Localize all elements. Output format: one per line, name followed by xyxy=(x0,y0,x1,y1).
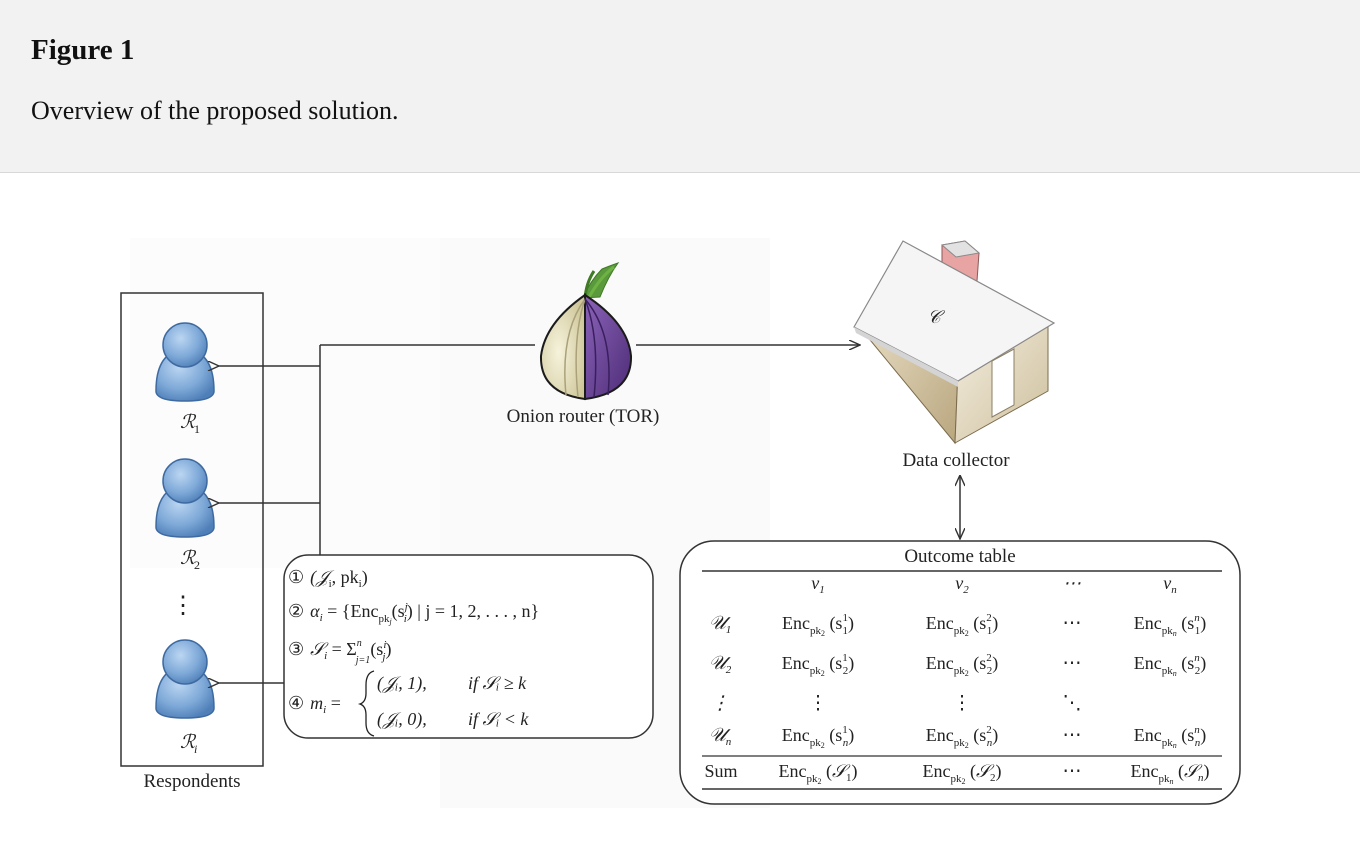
data-collector-house-icon xyxy=(853,240,1056,445)
table-sum-ellipsis: ⋯ xyxy=(1063,761,1082,782)
table-cell-ellipsis: ⋯ xyxy=(1063,653,1082,674)
respondent-i-icon xyxy=(155,639,215,719)
figure-caption: Overview of the proposed solution. xyxy=(31,96,399,125)
table-column-header: v1 xyxy=(811,573,825,596)
table-sum-cell: Encpk2 (𝒮2) xyxy=(923,761,1002,786)
respondent-i-label: ℛ xyxy=(180,732,197,753)
table-row-label: 𝒰2 xyxy=(709,653,732,676)
table-row-label: 𝒰1 xyxy=(709,613,732,636)
respondents-ellipsis: ⋮ xyxy=(171,593,195,619)
respondent-2-icon xyxy=(155,458,215,538)
table-sum-label: Sum xyxy=(704,761,737,781)
figure-title: Figure 1 xyxy=(31,34,135,66)
table-column-header: vn xyxy=(1163,573,1177,596)
respondent-i-subscript: i xyxy=(194,742,197,756)
respondents-label: Respondents xyxy=(143,771,240,792)
respondent-1-label: ℛ xyxy=(180,412,197,433)
table-cell-ellipsis: ⋱ xyxy=(1063,693,1082,714)
table-column-header: v2 xyxy=(955,573,969,596)
data-collector-label: Data collector xyxy=(902,450,1010,471)
step-2-number: ② xyxy=(288,601,304,621)
tor-onion-icon xyxy=(539,262,633,401)
step-4-number: ④ xyxy=(288,693,304,713)
table-row-label: ⋮ xyxy=(711,693,730,714)
step-4-cond-2: if 𝒮ᵢ < k xyxy=(468,709,529,729)
figure-image: Respondents ℛ 1 ℛ 2 ⋮ ℛ i Onio xyxy=(0,173,1360,862)
step-3-number: ③ xyxy=(288,639,304,659)
step-4-case-1: (𝒥ᵢ, 1), xyxy=(377,673,427,694)
outcome-table-title: Outcome table xyxy=(904,546,1015,567)
table-cell-ellipsis: ⋮ xyxy=(809,693,828,714)
table-cell-ellipsis: ⋮ xyxy=(953,693,972,714)
tor-to-respondents-connector xyxy=(218,344,535,683)
figure-header: Figure 1 Overview of the proposed soluti… xyxy=(0,0,1360,173)
table-row-label: 𝒰n xyxy=(709,725,732,748)
table-column-header: ⋯ xyxy=(1063,573,1081,593)
svg-text:②αi = {Encpkj(sji) | j = 1, 2,: ②αi = {Encpkj(sji) | j = 1, 2, . . . , n… xyxy=(288,601,539,626)
respondent-1-icon xyxy=(155,322,215,402)
table-sum-cell: Encpk2 (𝒮1) xyxy=(779,761,858,786)
step-4-case-2: (𝒥ᵢ, 0), xyxy=(377,709,427,730)
step-4-cond-1: if 𝒮ᵢ ≥ k xyxy=(468,673,527,693)
svg-text:①(𝒥i, pki): ①(𝒥i, pki) xyxy=(288,567,368,590)
outcome-table-box xyxy=(679,540,1241,805)
respondents-box xyxy=(120,292,264,767)
respondent-2-subscript: 2 xyxy=(194,558,200,572)
tor-label: Onion router (TOR) xyxy=(507,406,660,427)
diagram: Respondents ℛ 1 ℛ 2 ⋮ ℛ i Onio xyxy=(120,238,1241,808)
svg-text:④mi =: ④mi = xyxy=(288,693,341,716)
step-4-brace xyxy=(357,670,375,737)
respondent-1-subscript: 1 xyxy=(194,422,200,436)
table-sum-cell: Encpkn (𝒮n) xyxy=(1131,761,1210,786)
table-cell-ellipsis: ⋯ xyxy=(1063,613,1082,634)
respondent-2-label: ℛ xyxy=(180,548,197,569)
steps-box xyxy=(283,554,654,739)
step-1-number: ① xyxy=(288,567,304,587)
table-cell-ellipsis: ⋯ xyxy=(1063,725,1082,746)
